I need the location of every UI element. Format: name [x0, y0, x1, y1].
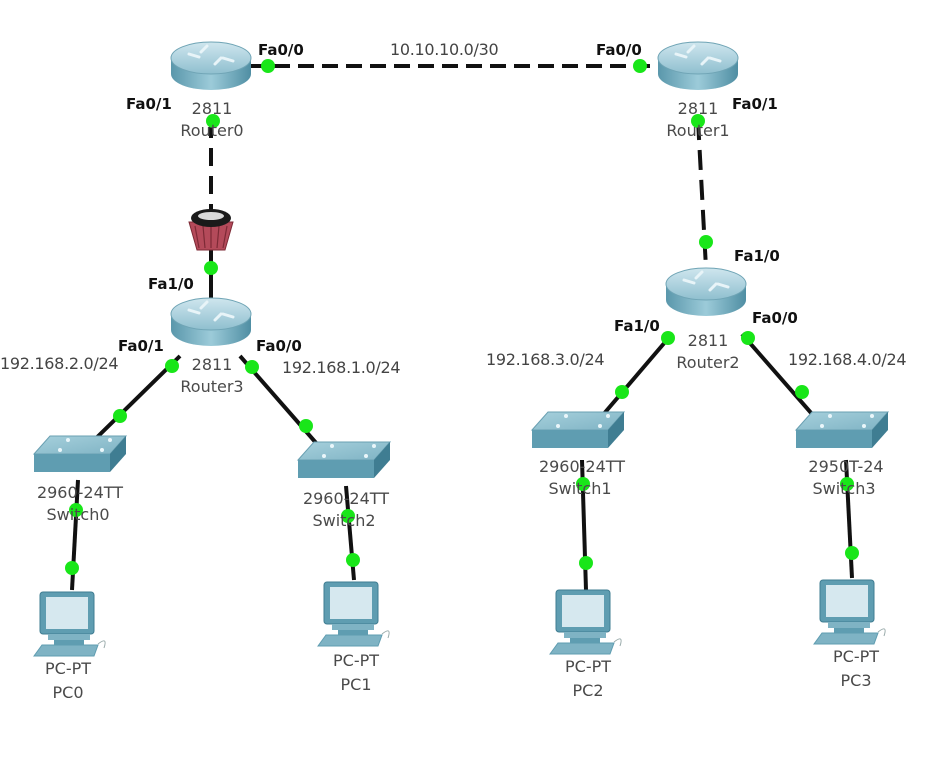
router2-name-label: Router2	[676, 353, 740, 372]
link-status-dot	[165, 359, 179, 373]
link-status-dot	[691, 114, 705, 128]
link-status-dot	[661, 331, 675, 345]
link-status-dot	[341, 509, 355, 523]
router3-model-label: 2811	[191, 355, 233, 374]
link-status-dot	[579, 556, 593, 570]
switch1-icon[interactable]	[531, 411, 625, 449]
pc1-icon[interactable]	[317, 581, 390, 647]
pc0-name-label: PC0	[52, 683, 84, 702]
pc3-name-label: PC3	[840, 671, 872, 690]
router0-name-label: Router0	[180, 121, 244, 140]
pc2-name-label: PC2	[572, 681, 604, 700]
pc0-model-label: PC-PT	[44, 659, 92, 678]
switch3-model-label: 2950T-24	[808, 457, 884, 476]
router0-model-label: 2811	[191, 99, 233, 118]
link-status-dot	[699, 235, 713, 249]
router1-icon[interactable]	[656, 40, 740, 92]
switch1-model-label: 2960-24TT	[538, 457, 626, 476]
interface-label-router1-fa0-1: Fa0/1	[732, 95, 778, 113]
network-label-wan: 10.10.10.0/30	[390, 40, 499, 59]
switch2-model-label: 2960-24TT	[302, 489, 390, 508]
link-status-dot	[69, 503, 83, 517]
switch1-name-label: Switch1	[548, 479, 612, 498]
router0-icon[interactable]	[169, 40, 253, 92]
pc3-icon[interactable]	[813, 579, 886, 645]
switch0-model-label: 2960-24TT	[36, 483, 124, 502]
link-status-dot	[576, 477, 590, 491]
network-label-192-168-3: 192.168.3.0/24	[486, 350, 605, 369]
network-label-192-168-2: 192.168.2.0/24	[0, 354, 119, 373]
pc0-icon[interactable]	[33, 591, 106, 657]
interface-label-router1-fa0-0: Fa0/0	[596, 41, 642, 59]
switch0-name-label: Switch0	[46, 505, 110, 524]
link-status-dot	[113, 409, 127, 423]
link-status-dot	[245, 360, 259, 374]
router2-icon[interactable]	[664, 266, 748, 318]
interface-label-router3-fa0-1: Fa0/1	[118, 337, 164, 355]
cloud-connector-icon[interactable]	[188, 209, 234, 251]
link-status-dot	[204, 261, 218, 275]
interface-label-router0-fa0-1: Fa0/1	[126, 95, 172, 113]
switch3-icon[interactable]	[795, 411, 889, 449]
interface-label-router2-fa0-0: Fa0/0	[752, 309, 798, 327]
interface-label-router2-fa1-0-top: Fa1/0	[734, 247, 780, 265]
link-status-dot	[615, 385, 629, 399]
pc2-model-label: PC-PT	[564, 657, 612, 676]
router1-model-label: 2811	[677, 99, 719, 118]
link-status-dot	[206, 114, 220, 128]
link-status-dot	[261, 59, 275, 73]
link-status-dot	[299, 419, 313, 433]
router3-name-label: Router3	[180, 377, 244, 396]
link-status-dot	[845, 546, 859, 560]
interface-label-router0-fa0-0: Fa0/0	[258, 41, 304, 59]
switch3-name-label: Switch3	[812, 479, 876, 498]
link-status-dot	[741, 331, 755, 345]
link-status-dot	[633, 59, 647, 73]
pc1-name-label: PC1	[340, 675, 372, 694]
router1-name-label: Router1	[666, 121, 730, 140]
link-status-dot	[65, 561, 79, 575]
switch2-name-label: Switch2	[312, 511, 376, 530]
switch2-icon[interactable]	[297, 441, 391, 479]
pc1-model-label: PC-PT	[332, 651, 380, 670]
router3-icon[interactable]	[169, 296, 253, 348]
router2-model-label: 2811	[687, 331, 729, 350]
link-status-dot	[795, 385, 809, 399]
pc3-model-label: PC-PT	[832, 647, 880, 666]
interface-label-router3-fa1-0: Fa1/0	[148, 275, 194, 293]
link-status-dot	[346, 553, 360, 567]
pc2-icon[interactable]	[549, 589, 622, 655]
network-label-192-168-4: 192.168.4.0/24	[788, 350, 907, 369]
link-status-dot	[840, 477, 854, 491]
switch0-icon[interactable]	[33, 435, 127, 473]
interface-label-router3-fa0-0: Fa0/0	[256, 337, 302, 355]
interface-label-router2-fa1-0-left: Fa1/0	[614, 317, 660, 335]
link-router3-switch0[interactable]	[82, 354, 182, 452]
network-label-192-168-1: 192.168.1.0/24	[282, 358, 401, 377]
